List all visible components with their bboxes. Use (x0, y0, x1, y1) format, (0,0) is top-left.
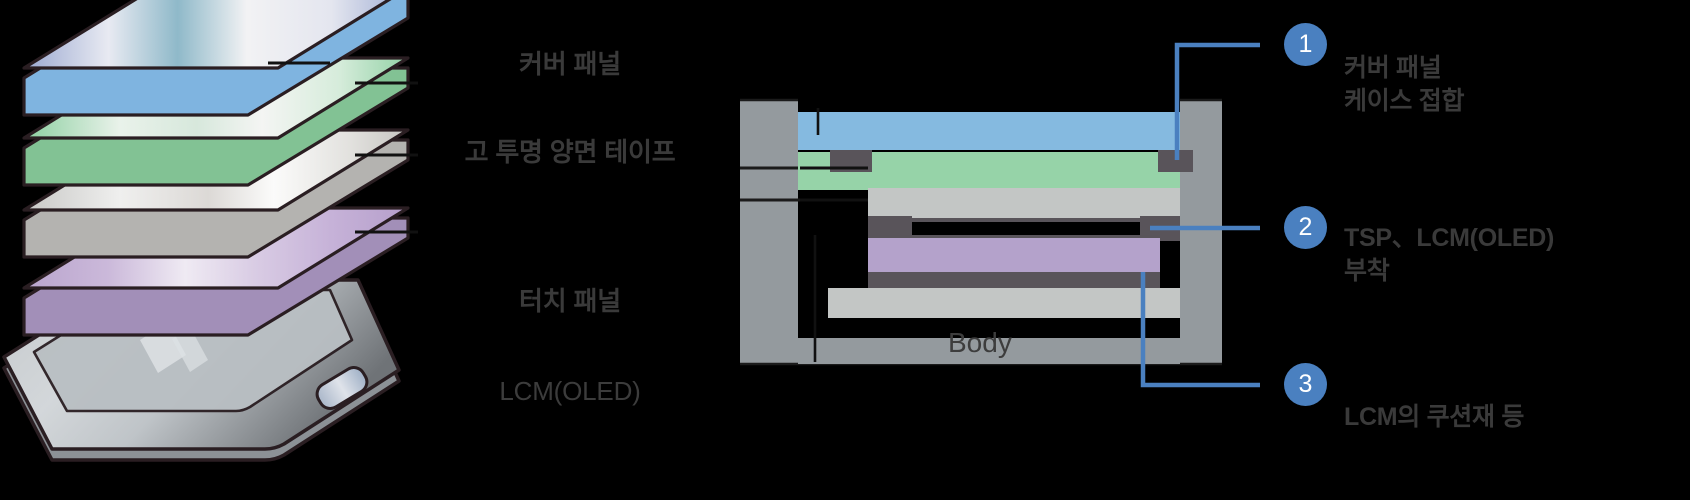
cross-layer-lcm-oled (868, 238, 1160, 275)
leader-line-1 (1174, 42, 1260, 160)
annotation-number-2: 2 (1298, 213, 1313, 241)
leader-line-3 (1140, 272, 1260, 388)
annotation-badge-2[interactable]: 2 (1284, 206, 1327, 249)
stack-label-oca-tape: 고 투명 양면 테이프 (464, 137, 676, 167)
annotation-badge-1[interactable]: 1 (1284, 23, 1327, 66)
exploded-stack-illustration (2, 0, 418, 462)
annotation-number-1: 1 (1298, 30, 1313, 58)
cross-layer-inner-plate (828, 288, 1180, 321)
cross-section-illustration (740, 42, 1260, 388)
stack-label-touch-panel: 터치 패널 (519, 286, 621, 316)
annotation-text-2: TSP、LCM(OLED) 부착 (1344, 224, 1554, 285)
cross-adhesive-pad-left (868, 216, 912, 241)
cross-layer-cover-panel (798, 112, 1180, 150)
cross-section-body-label: Body (948, 327, 1012, 358)
stack-label-lcm-oled: LCM(OLED) (499, 376, 641, 406)
annotation-text-1: 커버 패널 케이스 접합 (1344, 54, 1465, 115)
annotation-number-3: 3 (1298, 370, 1313, 398)
stack-label-cover-panel: 커버 패널 (519, 49, 621, 79)
cross-layer-cushion (868, 272, 1160, 292)
annotation-badge-3[interactable]: 3 (1284, 363, 1327, 406)
casing-right-wall (1180, 100, 1222, 364)
cross-layer-body (798, 338, 1180, 364)
annotation-text-3: LCM의 쿠션재 등 (1344, 403, 1525, 431)
cross-adhesive-tab-right (1158, 150, 1193, 172)
exploded-layer-cover-panel-plate (22, 0, 410, 117)
casing-left-wall (740, 100, 798, 364)
